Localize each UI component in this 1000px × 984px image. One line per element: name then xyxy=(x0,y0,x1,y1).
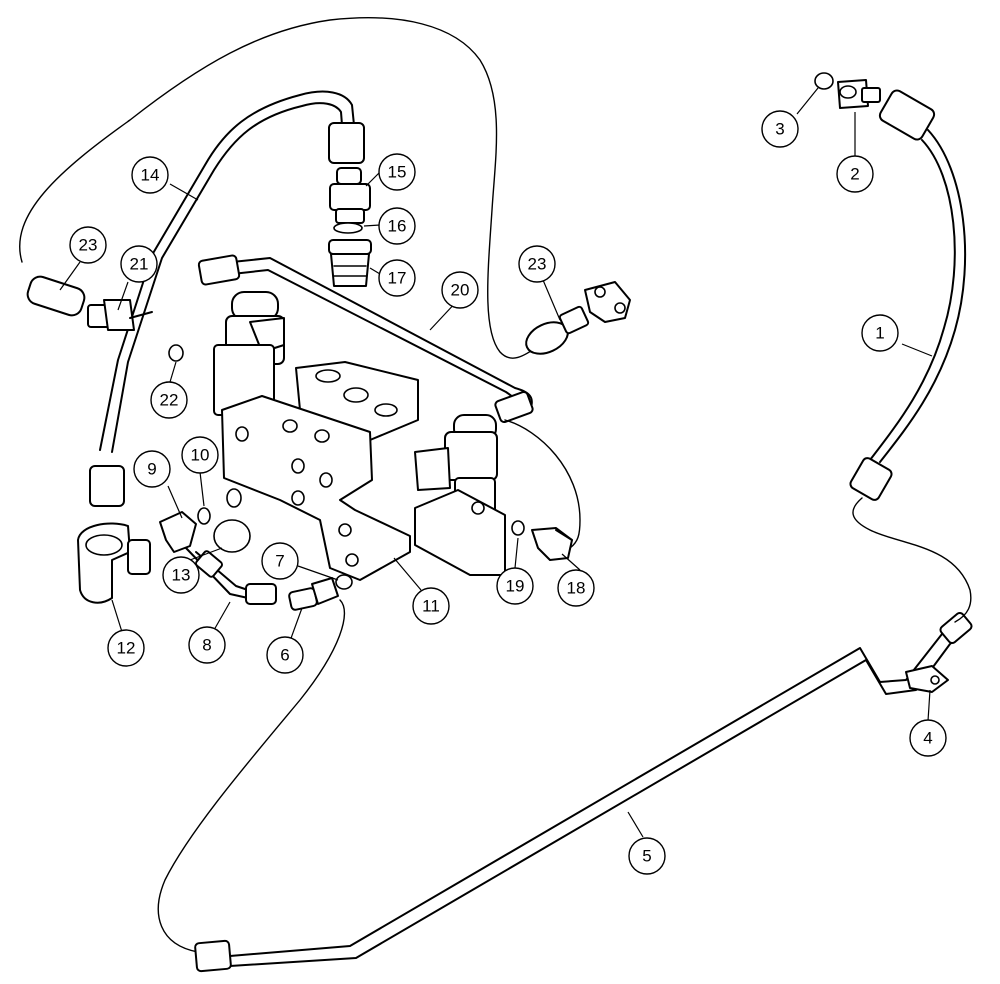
svg-text:16: 16 xyxy=(388,217,407,236)
callout-23-left: 23 xyxy=(69,226,107,264)
svg-text:13: 13 xyxy=(172,566,191,585)
svg-text:23: 23 xyxy=(528,255,547,274)
callout-21: 21 xyxy=(120,245,158,283)
wire-right-valve xyxy=(504,419,581,549)
valve-body-11 xyxy=(213,291,506,581)
svg-text:4: 4 xyxy=(923,729,932,748)
callout-6: 6 xyxy=(266,636,304,674)
elbow-18 xyxy=(531,527,573,561)
callout-9: 9 xyxy=(133,450,171,488)
callout-20: 20 xyxy=(441,271,479,309)
svg-text:22: 22 xyxy=(160,391,179,410)
svg-text:12: 12 xyxy=(117,639,136,658)
callout-17: 17 xyxy=(378,259,416,297)
callout-4: 4 xyxy=(909,719,947,757)
svg-text:18: 18 xyxy=(567,579,586,598)
callout-23-right: 23 xyxy=(518,245,556,283)
callout-19: 19 xyxy=(496,567,534,605)
svg-text:6: 6 xyxy=(280,646,289,665)
callout-5: 5 xyxy=(628,837,666,875)
wire-harness-top-loop xyxy=(19,17,541,359)
callout-1: 1 xyxy=(861,314,899,352)
callout-8: 8 xyxy=(188,626,226,664)
o-ring-22 xyxy=(168,344,184,362)
tube-5 xyxy=(194,611,973,973)
svg-text:21: 21 xyxy=(130,255,149,274)
o-ring-10 xyxy=(197,507,211,525)
o-ring-13 xyxy=(213,519,251,553)
fitting-2 xyxy=(837,79,881,109)
tube-14 xyxy=(89,90,365,507)
svg-text:14: 14 xyxy=(141,166,160,185)
callout-2: 2 xyxy=(836,155,874,193)
left-connector-23-21 xyxy=(26,275,153,331)
callout-11: 11 xyxy=(412,587,450,625)
svg-text:8: 8 xyxy=(202,636,211,655)
svg-text:3: 3 xyxy=(775,120,784,139)
svg-text:2: 2 xyxy=(850,165,859,184)
callout-15: 15 xyxy=(378,153,416,191)
svg-text:17: 17 xyxy=(388,269,407,288)
elbow-12 xyxy=(77,522,151,604)
o-ring-19 xyxy=(511,520,525,536)
callout-10: 10 xyxy=(181,436,219,474)
fitting-stack-15-17 xyxy=(328,167,372,287)
callout-14: 14 xyxy=(131,156,169,194)
svg-text:19: 19 xyxy=(506,577,525,596)
elbow-9 xyxy=(159,511,197,553)
callout-7: 7 xyxy=(261,542,299,580)
callout-18: 18 xyxy=(557,569,595,607)
o-ring-3 xyxy=(814,72,834,90)
svg-text:23: 23 xyxy=(79,236,98,255)
svg-text:20: 20 xyxy=(451,281,470,300)
hose-bottom-left xyxy=(157,599,346,953)
o-ring-7 xyxy=(335,574,353,590)
callout-13: 13 xyxy=(162,556,200,594)
fitting-6 xyxy=(288,577,339,611)
callout-22: 22 xyxy=(150,381,188,419)
svg-text:11: 11 xyxy=(422,597,440,616)
svg-text:10: 10 xyxy=(191,446,210,465)
svg-text:7: 7 xyxy=(275,552,284,571)
tee-fitting-right xyxy=(525,281,631,355)
callout-12: 12 xyxy=(107,629,145,667)
svg-text:5: 5 xyxy=(642,847,651,866)
svg-text:9: 9 xyxy=(147,460,156,479)
o-rings xyxy=(168,72,834,590)
tube-20 xyxy=(197,254,534,424)
svg-text:15: 15 xyxy=(388,163,407,182)
hose-1 xyxy=(849,89,972,623)
svg-text:1: 1 xyxy=(875,324,884,343)
tube-8 xyxy=(185,547,277,605)
callout-16: 16 xyxy=(378,207,416,245)
callout-3: 3 xyxy=(761,110,799,148)
